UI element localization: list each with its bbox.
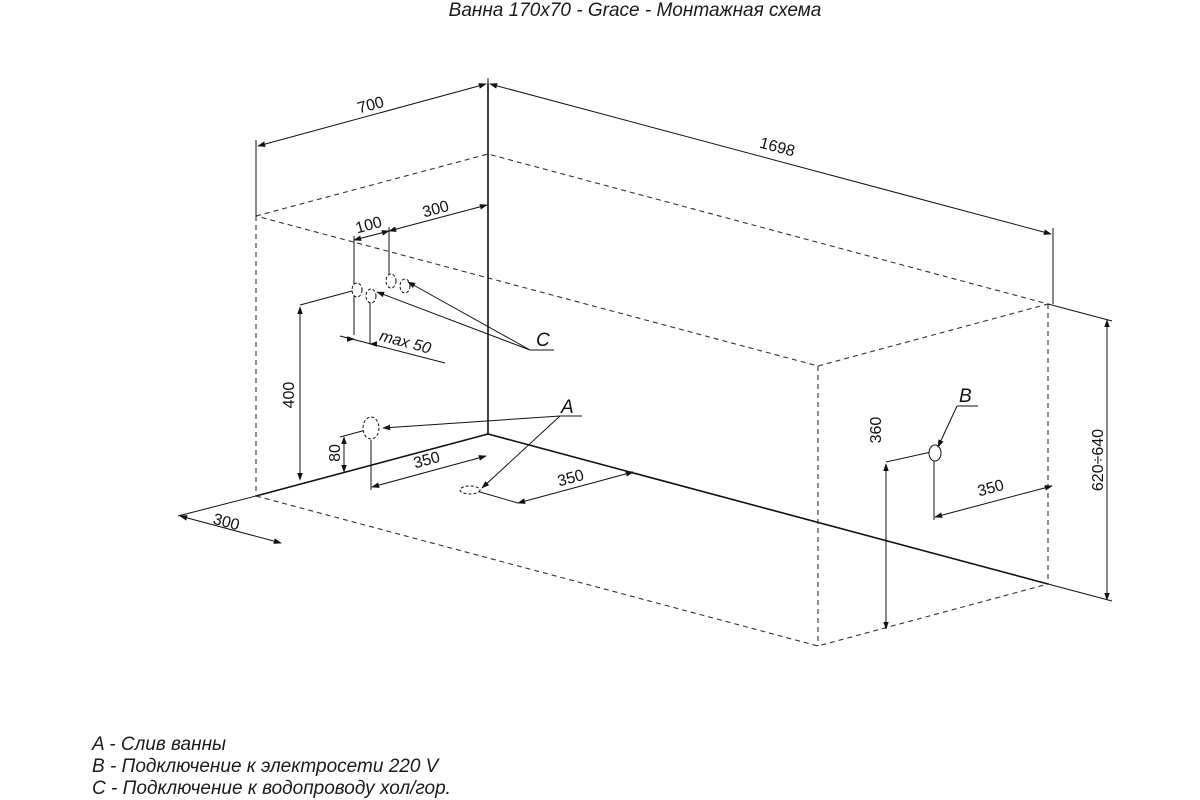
dimension-height-400: 400: [281, 290, 353, 481]
leader-a: A: [382, 397, 582, 489]
a-wall-point: [362, 416, 380, 440]
dim-100-label: 100: [354, 214, 384, 237]
dim-350-floor-label: 350: [556, 467, 586, 490]
legend: A - Слив ванны B - Подключение к электро…: [92, 734, 451, 800]
dim-350-wall-label: 350: [412, 449, 442, 472]
marker-a-label: A: [560, 397, 574, 418]
c-connection-points: [351, 273, 411, 304]
wall-lines: [255, 83, 1049, 585]
a-drain-point: [459, 485, 481, 495]
dimension-b-offsets: 360 350: [868, 417, 1053, 630]
marker-b-label: B: [959, 386, 972, 407]
diagram-title: Ванна 170x70 - Grace - Монтажная схема: [448, 0, 822, 21]
dim-300-floor-label: 300: [211, 511, 241, 534]
b-connection-point: [928, 444, 942, 462]
legend-item-a: A - Слив ванны: [92, 734, 227, 755]
leader-c: C: [376, 281, 554, 351]
dim-350-b-label: 350: [976, 477, 1006, 500]
dim-360-label: 360: [868, 417, 885, 444]
dimension-total-height: 620÷640: [1047, 303, 1113, 602]
dimension-drain-floor: 350: [472, 467, 634, 504]
dimension-length-1698: 1698: [489, 83, 1054, 304]
legend-item-c: C - Подключение к водопроводу хол/гор.: [92, 778, 451, 799]
dim-80-label: 80: [327, 444, 344, 462]
dim-400-label: 400: [281, 382, 298, 409]
marker-c-label: C: [536, 330, 550, 351]
dimension-floor-300: 300: [177, 495, 282, 544]
dim-700-label: 700: [356, 94, 386, 117]
dim-300-label: 300: [421, 198, 451, 221]
legend-item-b: B - Подключение к электросети 220 V: [92, 756, 439, 777]
dimension-drain-height: 80 350: [327, 429, 487, 490]
leader-b: B: [937, 386, 978, 448]
dimension-c-offsets: 100 300 max 50: [339, 198, 488, 364]
dim-total-height-label: 620÷640: [1090, 429, 1107, 491]
dimension-width-700: 700: [255, 78, 489, 216]
